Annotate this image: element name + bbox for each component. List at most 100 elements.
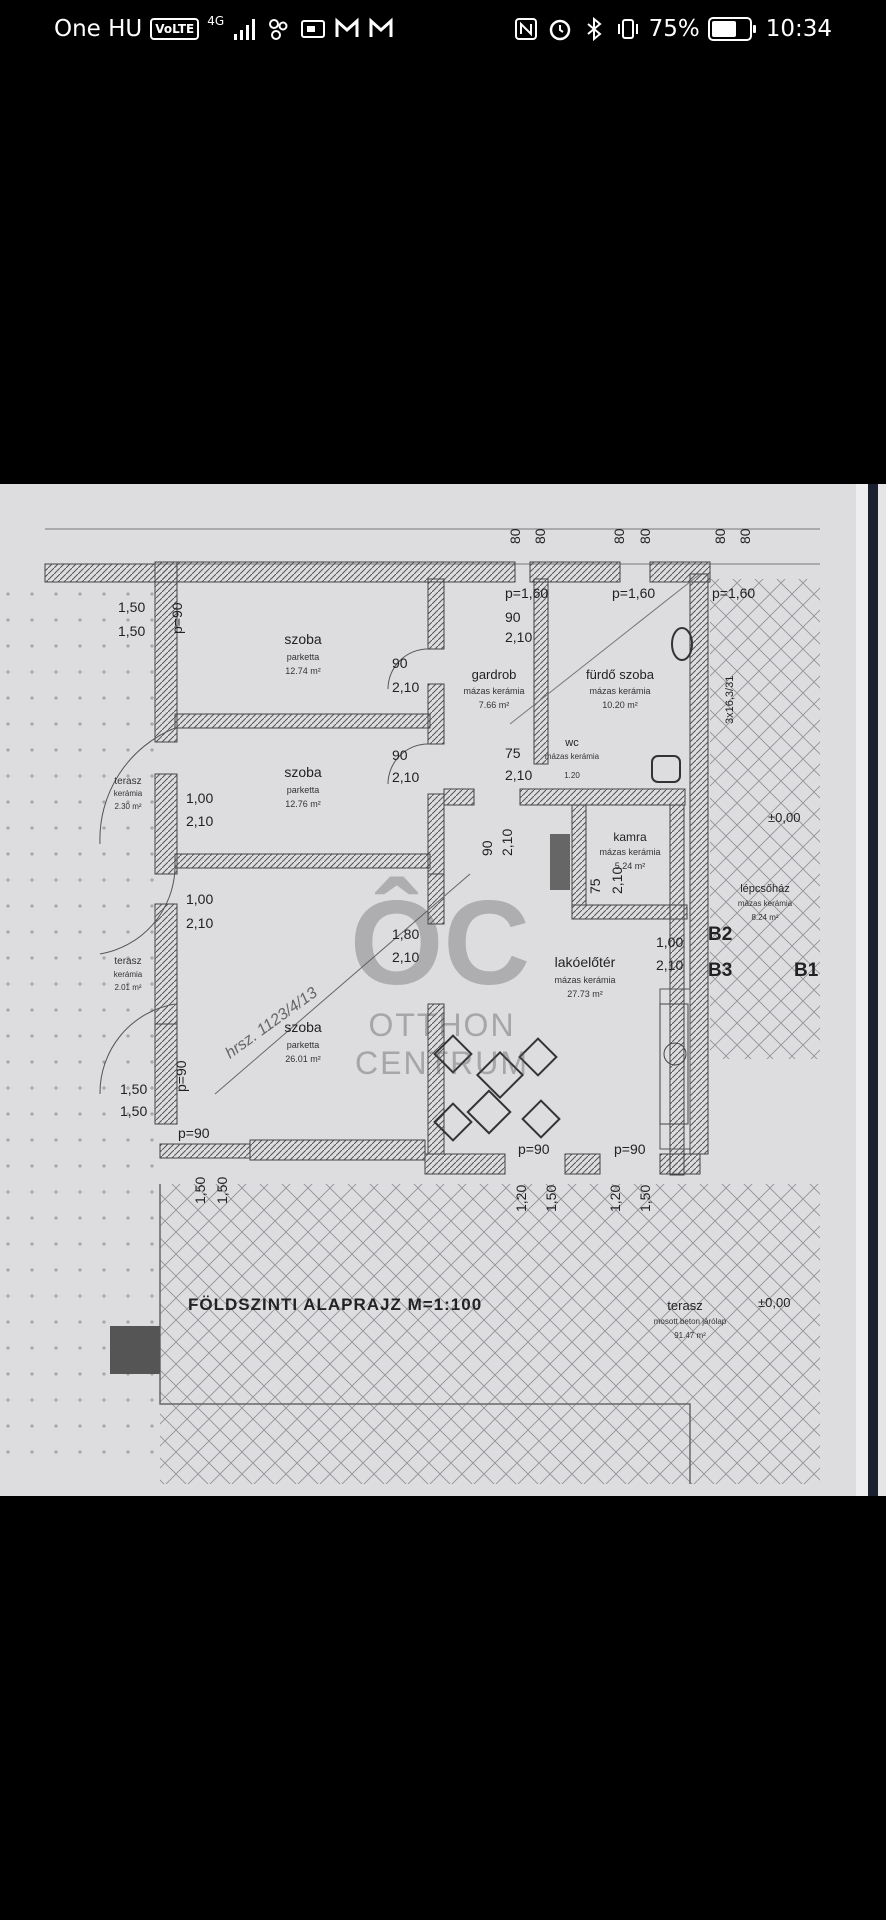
marker-label: B3 — [708, 960, 732, 981]
dimension-label: 2,10 — [505, 629, 532, 645]
room-material: mázas kerámia — [599, 847, 660, 857]
dimension-label: 80 — [637, 528, 653, 544]
room-material: mázas kerámia — [463, 686, 524, 696]
dimension-label: 1,20 — [513, 1185, 529, 1212]
level-label: ±0,00 — [758, 1295, 790, 1310]
room-area: 26.01 m² — [285, 1054, 321, 1064]
image-viewer[interactable]: szoba parketta 12.74 m² szoba parketta 1… — [0, 484, 886, 1496]
room-material: parketta — [287, 1040, 320, 1050]
dimension-label: 1,00 — [656, 934, 683, 950]
dimension-label: p=90 — [169, 602, 185, 634]
nfc-icon — [514, 18, 537, 40]
room-material: mázas kerámia — [738, 899, 793, 908]
page-edge — [878, 484, 886, 1496]
dimension-label: 1,80 — [392, 926, 419, 942]
battery-icon — [707, 17, 756, 41]
room-area: 1.20 — [564, 771, 580, 780]
room-name: szoba — [284, 631, 322, 647]
dimension-label: 80 — [737, 528, 753, 544]
dimension-label: 1,50 — [192, 1177, 208, 1204]
dimension-label: 2,10 — [392, 949, 419, 965]
dimension-label: 1,50 — [120, 1103, 147, 1119]
dimension-label: 1,20 — [607, 1185, 623, 1212]
dimension-label: 2,10 — [392, 679, 419, 695]
dimension-label: 75 — [505, 745, 521, 761]
status-bar: One HU VoLTE 4G — [0, 0, 886, 62]
watermark-logo: ÔC — [350, 875, 530, 1010]
room-area: 5.24 m² — [615, 861, 646, 871]
hotspot-icon — [269, 19, 288, 40]
battery-level — [711, 21, 736, 37]
dimension-label: 2,10 — [499, 829, 515, 856]
room-name: terasz — [114, 956, 141, 967]
room-name: szoba — [284, 764, 322, 780]
dimension-label: p=90 — [178, 1125, 210, 1141]
photo-app-icon — [301, 20, 326, 38]
dimension-label: 90 — [479, 840, 495, 856]
marker-label: B2 — [708, 924, 732, 945]
room-material: parketta — [287, 785, 320, 795]
signal-icon — [234, 19, 256, 40]
room-name: lakóelőtér — [555, 954, 616, 970]
dimension-label: 80 — [532, 528, 548, 544]
dimension-label: 1,00 — [186, 790, 213, 806]
room-material: mázas kerámia — [545, 752, 600, 761]
dimension-label: 80 — [611, 528, 627, 544]
room-area: 2.01 m² — [114, 983, 141, 992]
watermark-line2: CENTRUM — [355, 1045, 529, 1081]
status-right: 75% 10:34 — [513, 16, 832, 42]
room-material: mázas kerámia — [554, 975, 615, 985]
dimension-label: 1,00 — [186, 891, 213, 907]
room-material: kerámia — [114, 970, 143, 979]
room-name: wc — [564, 737, 579, 749]
room-material: kerámia — [114, 789, 143, 798]
dimension-label: 1,50 — [118, 623, 145, 639]
room-material: mázas kerámia — [589, 686, 650, 696]
dimension-label: 1,50 — [118, 599, 145, 615]
room-name: kamra — [613, 830, 647, 844]
dimension-label: 80 — [712, 528, 728, 544]
level-label: ±0,00 — [768, 810, 800, 825]
dimension-label: 1,50 — [637, 1185, 653, 1212]
room-name: gardrob — [472, 667, 517, 682]
room-area: 8.24 m² — [751, 913, 778, 922]
watermark-line1: OTTHON — [368, 1007, 515, 1043]
mail-icon — [335, 17, 359, 37]
dimension-label: 90 — [392, 655, 408, 671]
floor-plan-photo[interactable]: szoba parketta 12.74 m² szoba parketta 1… — [0, 484, 856, 1496]
dimension-label: 75 — [587, 878, 603, 894]
dimension-label: 90 — [392, 747, 408, 763]
status-left: One HU VoLTE 4G — [54, 14, 394, 42]
room-name: terasz — [114, 776, 141, 787]
mail-icon — [369, 17, 393, 37]
stair-label: 3x16,3/31 — [724, 676, 736, 724]
dimension-label: 80 — [507, 528, 523, 544]
floor-plan-title: FÖLDSZINTI ALAPRAJZ M=1:100 — [188, 1295, 482, 1314]
dimension-label: 90 — [505, 609, 521, 625]
floor-plan-drawing: szoba parketta 12.74 m² szoba parketta 1… — [0, 484, 856, 1496]
dimension-label: p=90 — [173, 1060, 189, 1092]
dimension-label: p=90 — [518, 1141, 550, 1157]
dimension-label: p=1,60 — [612, 585, 655, 601]
room-name: lépcsőház — [740, 883, 790, 895]
dimension-label: 2,10 — [186, 915, 213, 931]
dimension-label: p=1,60 — [505, 585, 548, 601]
room-area: 91.47 m² — [674, 1331, 706, 1340]
dimension-label: 1,50 — [214, 1177, 230, 1204]
room-area: 2.30 m² — [114, 802, 141, 811]
dimension-label: p=90 — [614, 1141, 646, 1157]
network-type: 4G — [207, 14, 225, 28]
room-area: 10.20 m² — [602, 700, 638, 710]
dimension-label: 2,10 — [392, 769, 419, 785]
carrier-name: One HU — [54, 16, 143, 42]
room-name: terasz — [667, 1298, 702, 1313]
room-area: 7.66 m² — [479, 700, 510, 710]
bluetooth-icon — [586, 16, 602, 42]
room-material: mosott beton járólap — [654, 1317, 727, 1326]
page-edge — [856, 484, 868, 1496]
dimension-label: 1,50 — [543, 1185, 559, 1212]
page-edge — [868, 484, 878, 1496]
room-area: 27.73 m² — [567, 989, 603, 999]
marker-label: B1 — [794, 960, 819, 981]
